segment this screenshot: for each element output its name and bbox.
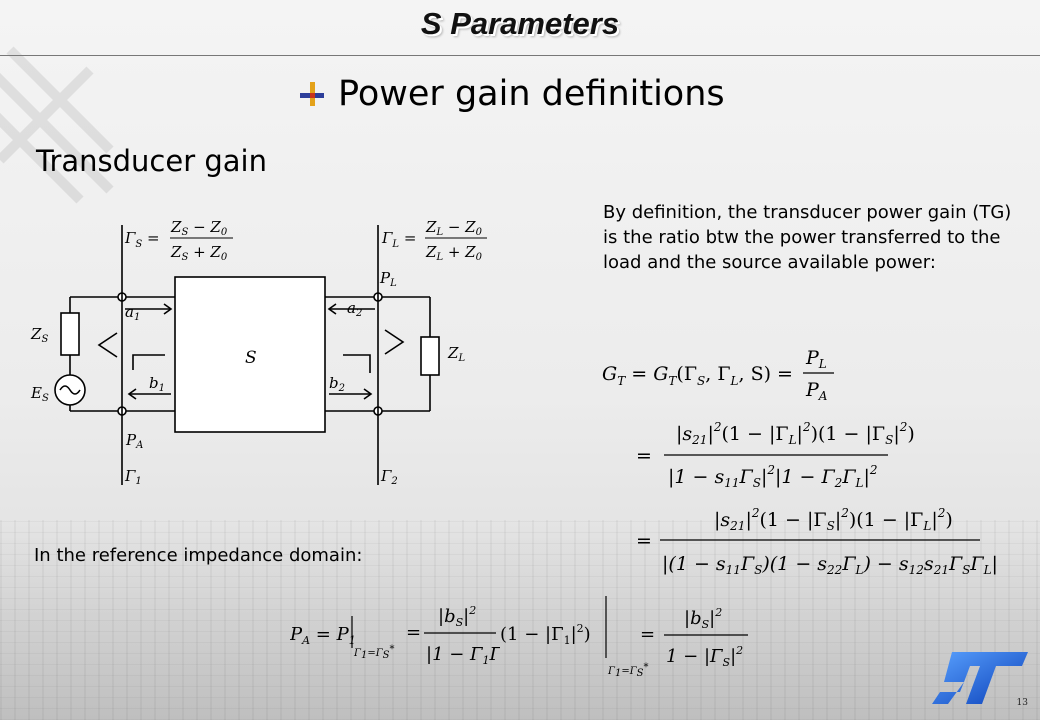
svg-text:|bS|2: |bS|2 [684,606,722,631]
svg-text:b2: b2 [329,374,345,394]
pa-formula-second: (1 − |Γ1|2) Γ1=ΓS* [500,596,649,679]
subtitle: Power gain definitions [338,74,725,114]
svg-text:a1: a1 [125,303,140,323]
svg-text:=: = [636,530,652,552]
empty-holder-6 [496,588,497,589]
available-power-formula: PA = P1 Γ1=ΓS* = |bS|2 |1 − Γ1ΓS|2 [290,604,500,667]
subtitle-row: Power gain definitions [300,72,725,116]
svg-text:ZS − Z0: ZS − Z0 [170,218,228,238]
svg-text:ΓL =: ΓL = [381,229,416,250]
svg-text:ZL: ZL [447,344,465,364]
svg-text:|1 − s11ΓS|2|1 − Γ2ΓL|2: |1 − s11ΓS|2|1 − Γ2ΓL|2 [668,463,878,490]
header-divider [0,55,1040,56]
svg-text:PA: PA [805,379,828,403]
svg-text:|s21|2(1 − |ΓS|2)(1 − |ΓL|2): |s21|2(1 − |ΓS|2)(1 − |ΓL|2) [714,506,953,533]
svg-text:PL: PL [379,269,397,289]
svg-text:|1 − Γ1ΓS|2: |1 − Γ1ΓS|2 [426,642,500,667]
svg-text:PA = P1: PA = P1 [290,624,356,647]
svg-text:=: = [640,624,655,645]
svg-text:ΓS =: ΓS = [124,229,160,250]
svg-text:ZL + Z0: ZL + Z0 [425,243,483,263]
svg-text:PL: PL [805,347,827,371]
slide-number: 13 [1016,698,1028,708]
header: S Parameters [0,0,1040,56]
source-resistor [60,312,80,356]
svg-text:ZS: ZS [30,325,48,345]
svg-text:PA: PA [125,431,143,451]
empty-holder-18 [500,566,501,567]
st-logo [932,652,1028,704]
empty-holder-14 [500,574,501,575]
svg-text:1 − |ΓS|2: 1 − |ΓS|2 [666,644,743,669]
pa-formula-result [665,588,666,589]
svg-text:=: = [406,622,421,643]
empty-holder-12 [500,578,501,579]
slide-title: S Parameters [420,6,620,41]
svg-text:Γ1: Γ1 [124,467,142,487]
svg-text:a2: a2 [347,299,362,319]
empty-holder-11 [500,580,501,581]
empty-holder-19 [500,564,501,565]
empty-holder-20 [500,562,501,563]
svg-text:ES: ES [30,384,49,404]
bullet-icon [300,82,324,106]
description-text: By definition, the transducer power gain… [603,202,1012,273]
svg-text:|(1 − s11ΓS)(1 − s22ΓL) − s12s: |(1 − s11ΓS)(1 − s22ΓL) − s12s21ΓSΓL|2 [662,550,998,577]
transducer-gain-formula: GT = GT(ΓS, ΓL, S) = PL PA = |s21|2(1 − … [602,347,998,577]
pa-formula-final: = |bS|2 1 − |ΓS|2 [640,606,748,669]
empty-holder-10 [500,582,501,583]
svg-text:(1 − |Γ1|2): (1 − |Γ1|2) [500,622,591,647]
two-port-circuit-diagram: ΓS = ZS − Z0 ZS + Z0 ΓL = ZL − Z0 ZL + Z… [30,218,487,487]
load-resistor [420,336,440,376]
s-block [174,276,326,433]
empty-holder-16 [500,570,501,571]
svg-text:Γ1=ΓS*: Γ1=ΓS* [353,644,395,661]
pa-right [498,590,499,591]
empty-holder-13 [500,576,501,577]
svg-text:|s21|2(1 − |ΓL|2)(1 − |ΓS|2): |s21|2(1 − |ΓL|2)(1 − |ΓS|2) [676,420,915,447]
watermark-pattern [0,46,114,204]
empty-holder-8 [500,586,501,587]
empty-holder-9 [500,584,501,585]
svg-text:ZS + Z0: ZS + Z0 [170,243,228,263]
svg-text:GT = GT(ΓS, ΓL, S) =: GT = GT(ΓS, ΓL, S) = [602,363,793,388]
svg-text:=: = [636,445,652,467]
svg-text:b1: b1 [149,374,165,394]
svg-text:S: S [245,348,257,368]
svg-text:|bS|2: |bS|2 [438,604,476,629]
reference-domain-note: In the reference impedance domain: [34,545,363,566]
section-title: Transducer gain [36,144,267,178]
svg-text:Γ2: Γ2 [380,467,398,487]
empty-holder-15 [500,572,501,573]
svg-text:ZL − Z0: ZL − Z0 [425,218,483,238]
empty-holder-17 [500,568,501,569]
